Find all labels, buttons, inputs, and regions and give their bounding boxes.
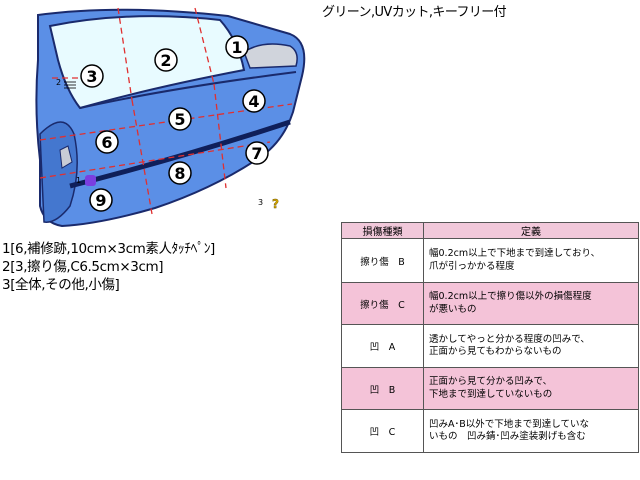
table-row: 擦り傷 C 幅0.2cm以上で擦り傷以外の損傷程度が悪いもの (341, 282, 639, 325)
annotation-label-3: 3 (258, 198, 263, 207)
svg-text:9: 9 (95, 191, 106, 210)
damage-type-cell: 凹 A (341, 324, 424, 368)
definition-cell: 透かしてやっと分かる程度の凹みで、正面から見てもわからないもの (423, 324, 639, 368)
zone-label-1: 1 (225, 35, 249, 59)
zone-label-4: 4 (242, 89, 266, 113)
svg-text:8: 8 (174, 164, 185, 183)
definition-cell: 幅0.2cm以上で下地まで到達しており、爪が引っかかる程度 (423, 238, 639, 283)
header-definition: 定義 (423, 222, 639, 239)
side-mirror (243, 43, 298, 69)
damage-type-cell: 擦り傷 C (341, 282, 424, 325)
svg-text:?: ? (272, 197, 279, 211)
definition-cell: 幅0.2cm以上で擦り傷以外の損傷程度が悪いもの (423, 282, 639, 325)
zone-label-5: 5 (168, 107, 192, 131)
svg-text:6: 6 (101, 133, 112, 152)
belt-moulding (79, 71, 297, 109)
damage-notes: 1[6,補修跡,10cm×3cm素人ﾀｯﾁﾍﾟﾝ] 2[3,擦り傷,C6.5cm… (2, 240, 215, 294)
svg-text:1: 1 (231, 38, 242, 57)
zone-label-8: 8 (168, 161, 192, 185)
zone-label-6: 6 (95, 130, 119, 154)
scratch-hatch-icon (64, 81, 76, 89)
svg-text:2: 2 (160, 51, 171, 70)
damage-type-cell: 凹 B (341, 367, 424, 410)
table-row: 凹 B 正面から見て分かる凹みで、下地まで到達していないもの (341, 367, 639, 410)
svg-text:3: 3 (86, 67, 97, 86)
zone-label-9: 9 (89, 188, 113, 212)
door-damage-diagram: 1 2 3 4 5 6 7 8 9 2 1 3 ? (35, 7, 306, 228)
svg-text:7: 7 (251, 144, 262, 163)
zone-label-7: 7 (245, 141, 269, 165)
question-mark-icon: ? (272, 197, 279, 211)
vehicle-options-caption: グリーン,UVカット,キーフリー付 (322, 5, 507, 20)
damage-type-cell: 凹 C (341, 409, 424, 453)
definition-cell: 凹みA･B以外で下地まで到達していないもの 凹み錆･凹み塗装剥げも含む (423, 409, 639, 453)
damage-type-cell: 擦り傷 B (341, 238, 424, 283)
header-damage-type: 損傷種類 (341, 222, 424, 239)
svg-text:4: 4 (248, 92, 259, 111)
damage-definitions-table: 損傷種類 定義 擦り傷 B 幅0.2cm以上で下地まで到達しており、爪が引っかか… (341, 222, 639, 453)
table-row: 凹 C 凹みA･B以外で下地まで到達していないもの 凹み錆･凹み塗装剥げも含む (341, 409, 639, 453)
zone-label-3: 3 (80, 64, 104, 88)
table-row: 擦り傷 B 幅0.2cm以上で下地まで到達しており、爪が引っかかる程度 (341, 238, 639, 283)
definition-cell: 正面から見て分かる凹みで、下地まで到達していないもの (423, 367, 639, 410)
damage-marker (85, 175, 96, 186)
table-header-row: 損傷種類 定義 (341, 222, 639, 239)
table-row: 凹 A 透かしてやっと分かる程度の凹みで、正面から見てもわからないもの (341, 324, 639, 368)
damage-note-3: 3[全体,その他,小傷] (2, 277, 120, 293)
damage-note-1: 1[6,補修跡,10cm×3cm素人ﾀｯﾁﾍﾟﾝ] (2, 241, 215, 257)
zone-label-2: 2 (154, 48, 178, 72)
annotation-label-1: 1 (76, 176, 81, 185)
damage-note-2: 2[3,擦り傷,C6.5cm×3cm] (2, 259, 164, 275)
annotation-label-2: 2 (56, 78, 61, 87)
door-handle (59, 145, 73, 169)
svg-text:5: 5 (174, 110, 185, 129)
